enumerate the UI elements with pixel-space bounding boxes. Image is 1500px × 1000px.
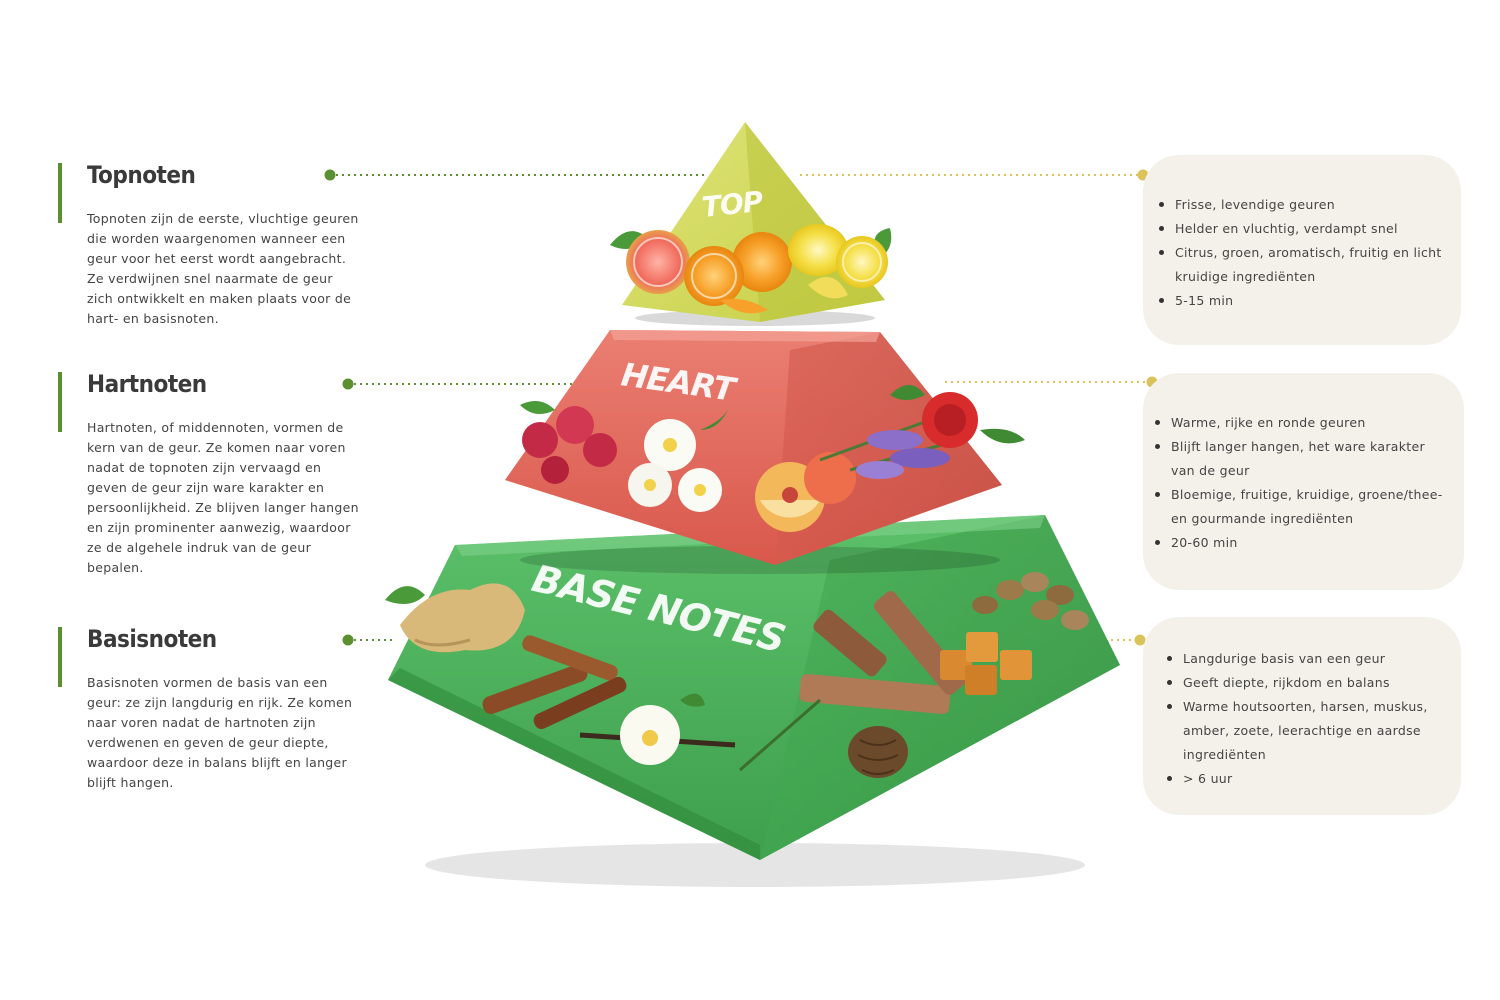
floral-illustration bbox=[520, 385, 1025, 532]
top-notes-section: Topnoten Topnoten zijn de eerste, vlucht… bbox=[58, 163, 358, 329]
list-item: Frisse, levendige geuren bbox=[1157, 193, 1447, 217]
accent-bar bbox=[58, 627, 62, 687]
list-item: Warme, rijke en ronde geuren bbox=[1153, 411, 1449, 435]
cinnamon-sticks bbox=[482, 635, 627, 730]
list-item: Warme houtsoorten, harsen, muskus, amber… bbox=[1165, 695, 1445, 767]
heart-notes-card: Warme, rijke en ronde geuren Blijft lang… bbox=[1143, 373, 1464, 590]
base-notes-section: Basisnoten Basisnoten vormen de basis va… bbox=[58, 627, 358, 793]
jasmine-flowers bbox=[628, 405, 730, 512]
heart-tier: HEART bbox=[505, 330, 1002, 574]
list-item: Helder en vluchtig, verdampt snel bbox=[1157, 217, 1447, 241]
top-notes-card: Frisse, levendige geuren Helder en vluch… bbox=[1143, 155, 1461, 345]
list-item: Blijft langer hangen, het ware karakter … bbox=[1153, 435, 1449, 483]
pine-cone bbox=[739, 698, 908, 778]
woody-illustration bbox=[385, 572, 1089, 778]
raspberries bbox=[520, 401, 617, 484]
list-item: Langdurige basis van een geur bbox=[1165, 647, 1445, 671]
heart-notes-description: Hartnoten, of middennoten, vormen de ker… bbox=[87, 420, 359, 575]
list-item: 20-60 min bbox=[1153, 531, 1449, 555]
list-item: Geeft diepte, rijkdom en balans bbox=[1165, 671, 1445, 695]
base-notes-title: Basisnoten bbox=[87, 625, 217, 653]
rose bbox=[890, 385, 1025, 448]
vanilla-flower bbox=[579, 693, 736, 765]
top-notes-description: Topnoten zijn de eerste, vluchtige geure… bbox=[87, 211, 359, 326]
accent-bar bbox=[58, 372, 62, 432]
heart-notes-title: Hartnoten bbox=[87, 370, 207, 398]
list-item: Citrus, groen, aromatisch, fruitig en li… bbox=[1157, 241, 1447, 289]
list-item: Bloemige, fruitige, kruidige, groene/the… bbox=[1153, 483, 1449, 531]
list-item: 5-15 min bbox=[1157, 289, 1447, 313]
tonka-beans bbox=[972, 572, 1089, 630]
top-notes-title: Topnoten bbox=[87, 161, 196, 189]
peach bbox=[755, 452, 856, 532]
citrus-illustration bbox=[610, 224, 892, 314]
accent-bar bbox=[58, 163, 62, 223]
connector-lines bbox=[324, 169, 1158, 646]
base-notes-card: Langdurige basis van een geur Geeft diep… bbox=[1143, 617, 1461, 815]
base-notes-description: Basisnoten vormen de basis van een geur:… bbox=[87, 675, 353, 790]
ginger bbox=[385, 583, 525, 653]
list-item: > 6 uur bbox=[1165, 767, 1445, 791]
caramel-cubes bbox=[940, 632, 1032, 695]
heart-notes-section: Hartnoten Hartnoten, of middennoten, vor… bbox=[58, 370, 359, 578]
lavender bbox=[819, 418, 961, 479]
top-tier-label: TOP bbox=[700, 185, 765, 224]
